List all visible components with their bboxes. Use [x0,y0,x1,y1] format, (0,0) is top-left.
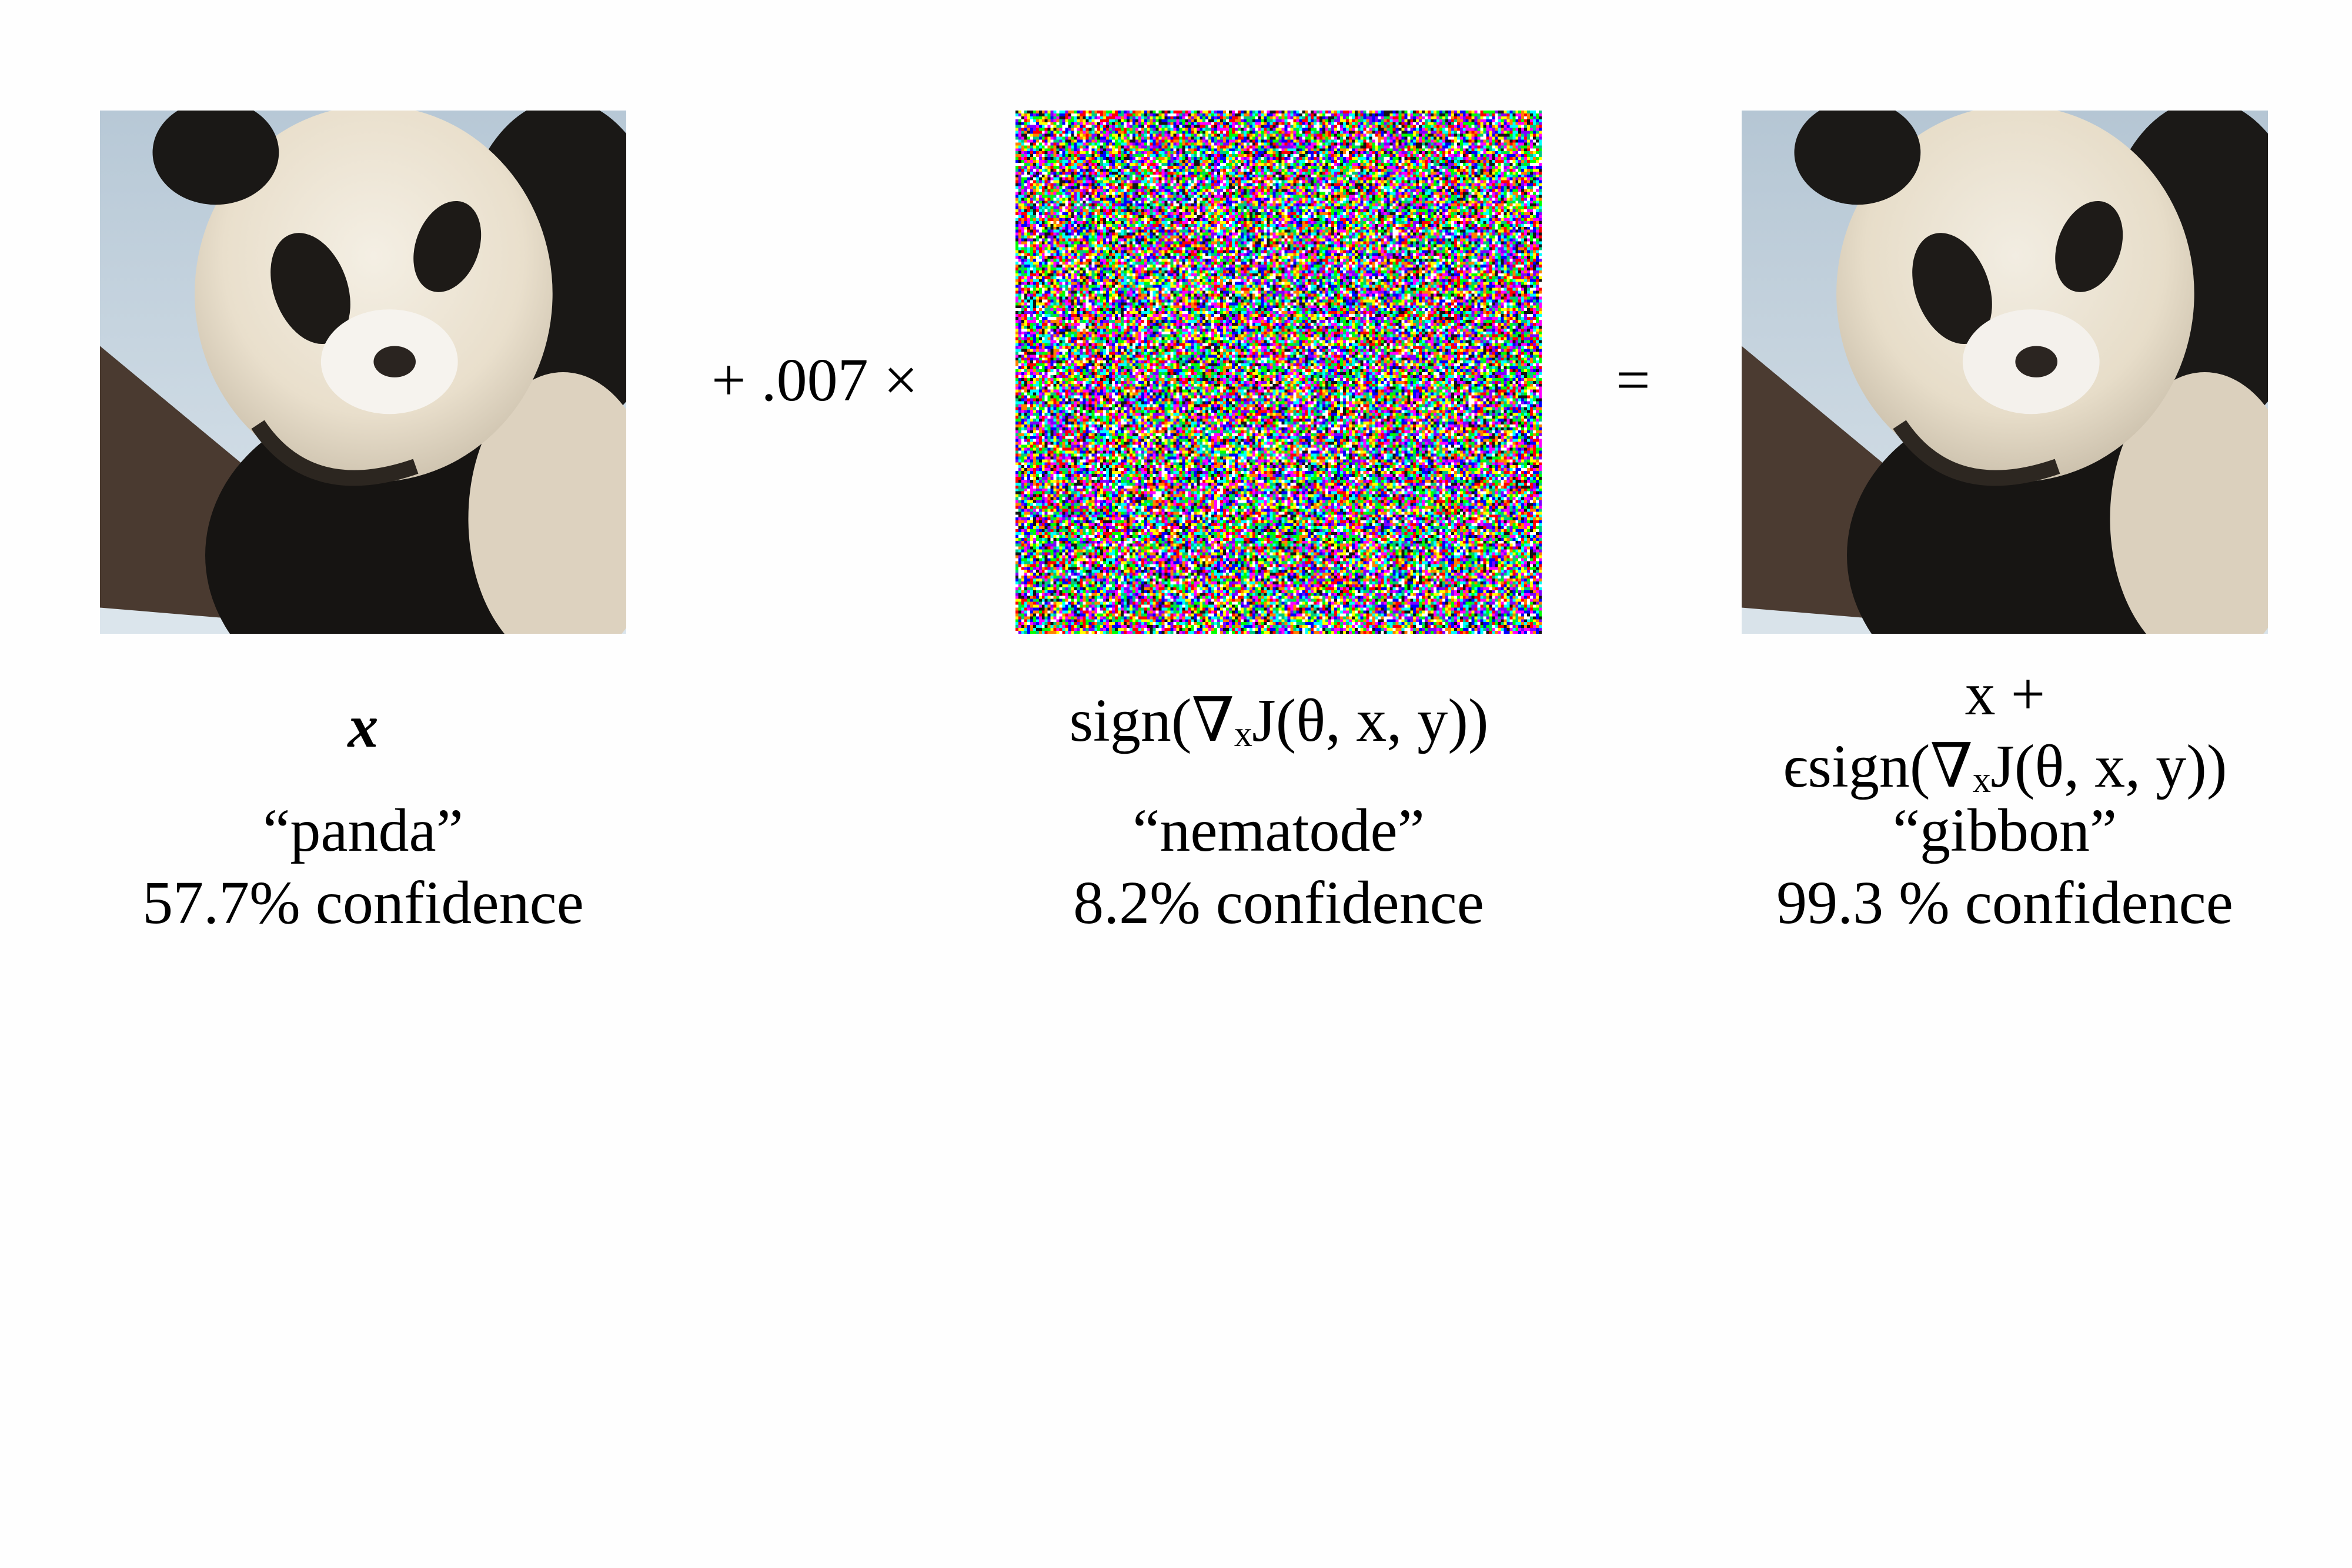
panel3-confidence: 99.3 % confidence [1776,868,2233,937]
original-panda-image [100,111,626,634]
scale-operator: + .007 × [711,346,918,414]
equals-operator: = [1616,346,1651,414]
perturbation-noise-image [1015,111,1542,634]
panel1-formula: x [100,691,626,763]
adversarial-panda-image [1742,111,2268,634]
panel2-class-label: “nematode” [1132,797,1425,864]
variable-x: x [348,693,379,760]
panel3-class-label: “gibbon” [1892,797,2117,864]
panel1-confidence: 57.7% confidence [142,868,584,937]
panel3-caption: “gibbon” 99.3 % confidence [1742,795,2268,939]
panel2-caption: “nematode” 8.2% confidence [1015,795,1542,939]
panel2-formula: sign(∇ₓJ(θ, x, y)) [1069,687,1489,754]
panel1-caption: “panda” 57.7% confidence [100,795,626,939]
panel3-formula-line1: x + [1965,660,2046,728]
panel3-formula-line2: ϵsign(∇ₓJ(θ, x, y)) [1783,732,2227,800]
panel2-confidence: 8.2% confidence [1073,868,1484,937]
panel3-formula: x + ϵsign(∇ₓJ(θ, x, y)) [1699,658,2311,803]
panel1-class-label: “panda” [263,797,463,864]
